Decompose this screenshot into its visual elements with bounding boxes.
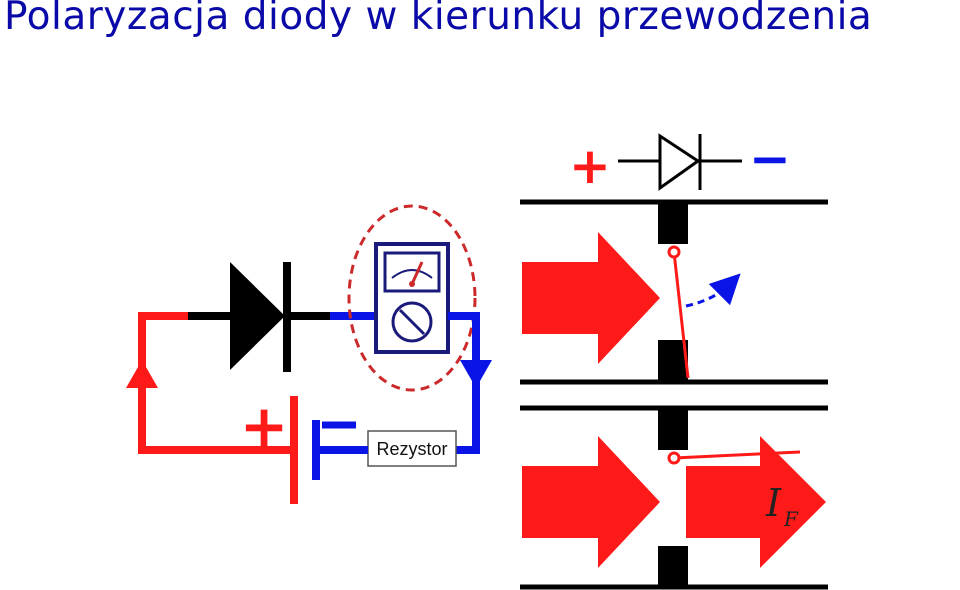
- battery-icon: [290, 396, 356, 504]
- battery-plus-label: +: [240, 392, 289, 460]
- switch-pivot-closed: [667, 451, 681, 465]
- switch-lever-closed: [673, 450, 801, 460]
- circuit-diagram: Rezystor +: [126, 204, 492, 504]
- top-contact-lower: [658, 340, 688, 382]
- resistor-label: Rezystor: [376, 439, 447, 459]
- bottom-contact-lower: [658, 546, 688, 588]
- big-arrow-output-icon: [686, 436, 826, 568]
- big-arrow-blocked-icon: [522, 232, 660, 364]
- current-symbol-label: I: [765, 481, 782, 525]
- small-diode-icon: [658, 133, 701, 191]
- meter-highlight-ellipse: [347, 204, 477, 392]
- switch-lever-open: [672, 251, 690, 379]
- ammeter-icon: [374, 242, 450, 354]
- page-title: Polaryzacja diody w kierunku przewodzeni…: [4, 0, 873, 39]
- switch-panel: + − I F: [520, 130, 828, 590]
- top-contact-upper: [658, 202, 688, 244]
- resistor: Rezystor: [367, 430, 457, 467]
- big-arrow-input-icon: [522, 436, 660, 568]
- current-subscript-label: F: [783, 507, 799, 531]
- switch-pivot-open: [667, 245, 681, 259]
- current-arrow-up-icon: [126, 360, 158, 388]
- panel-plus-label: +: [569, 137, 611, 195]
- blue-wire-right-loop: [448, 312, 480, 454]
- switch-motion-arrow-icon: [685, 273, 741, 308]
- bottom-contact-upper: [658, 408, 688, 450]
- current-arrow-down-icon: [460, 360, 492, 388]
- panel-minus-label: −: [749, 130, 791, 188]
- diode-triangle-icon: [230, 262, 285, 370]
